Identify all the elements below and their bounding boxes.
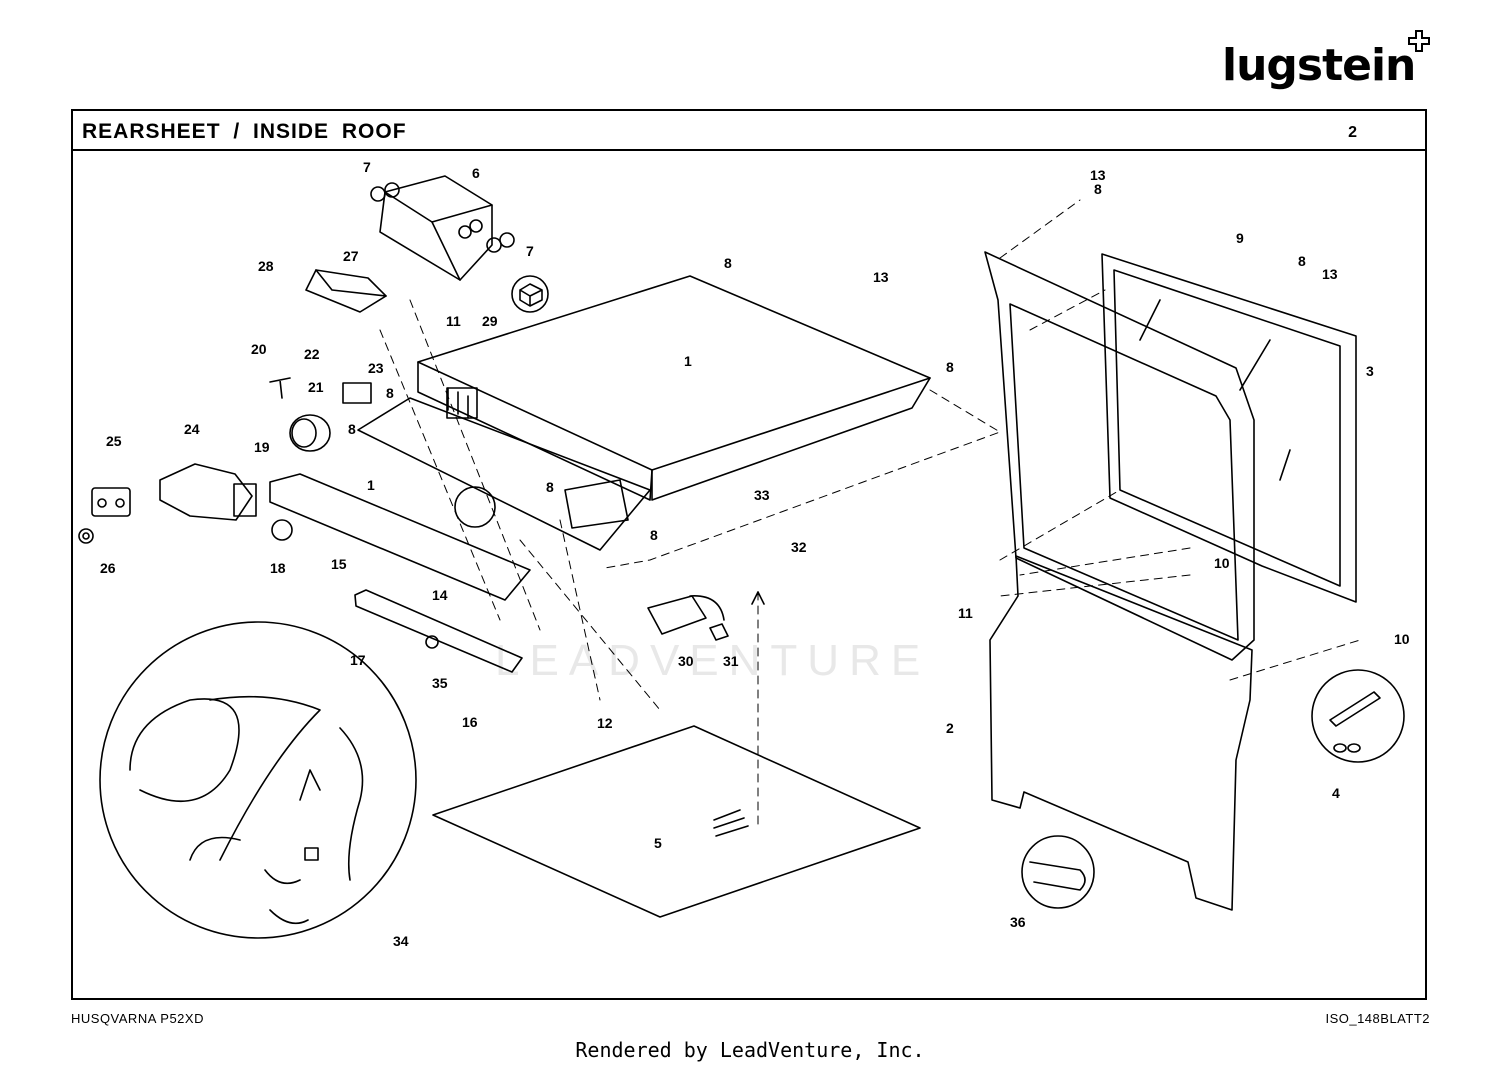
callout-23: 23: [368, 360, 384, 376]
part-motor: [78, 463, 257, 544]
footer-model: HUSQVARNA P52XD: [71, 1011, 204, 1026]
callout-27: 27: [343, 248, 359, 264]
part-control-module: [269, 377, 372, 452]
callout-18: 18: [270, 560, 286, 576]
callout-15: 15: [331, 556, 347, 572]
callout-8-b: 8: [1094, 181, 1102, 197]
part-bracket: [269, 473, 531, 601]
footer-drawing-id: ISO_148BLATT2: [1325, 1011, 1430, 1026]
part-rear-frame: [984, 251, 1255, 911]
part-box: [379, 175, 493, 281]
callout-8-d: 8: [946, 359, 954, 375]
callout-33: 33: [754, 487, 770, 503]
detail-34-harness: [99, 621, 417, 939]
callout-12: 12: [597, 715, 613, 731]
callout-36: 36: [1010, 914, 1026, 930]
callout-10-a: 10: [1214, 555, 1230, 571]
callout-21: 21: [308, 379, 324, 395]
part-grommets: [370, 182, 515, 253]
watermark: LEADVENTURE: [495, 636, 931, 685]
callout-13-b: 13: [873, 269, 889, 285]
callout-19: 19: [254, 439, 270, 455]
callout-5: 5: [654, 835, 662, 851]
callout-29: 29: [482, 313, 498, 329]
part-handle: [647, 595, 729, 641]
callout-7-a: 7: [363, 159, 371, 175]
callout-8-f: 8: [348, 421, 356, 437]
callout-32: 32: [791, 539, 807, 555]
callout-8-e: 8: [386, 385, 394, 401]
callout-9: 9: [1236, 230, 1244, 246]
callout-26: 26: [100, 560, 116, 576]
callout-22: 22: [304, 346, 320, 362]
callout-8-h: 8: [650, 527, 658, 543]
part-light-bar: [354, 589, 523, 673]
callout-20: 20: [251, 341, 267, 357]
callout-14: 14: [432, 587, 448, 603]
callout-6: 6: [472, 165, 480, 181]
callout-31: 31: [723, 653, 739, 669]
callout-24: 24: [184, 421, 200, 437]
sheet-number: 2: [1348, 124, 1357, 141]
brand-logo-text: lugstein: [1222, 40, 1416, 91]
plus-icon: [1408, 30, 1430, 52]
callout-11-b: 11: [958, 605, 973, 621]
callout-2: 2: [946, 720, 954, 736]
detail-36: [1021, 835, 1095, 909]
brand-logo: lugstein: [1222, 30, 1432, 102]
part-glass: [1101, 253, 1357, 603]
callout-7-b: 7: [526, 243, 534, 259]
callout-10-b: 10: [1394, 631, 1410, 647]
callout-30: 30: [678, 653, 694, 669]
sheet-title: REARSHEET / INSIDE ROOF: [82, 120, 407, 143]
exploded-parts-drawing: 1 1 2 3 4 5 6 7 7 8 8 8 8 8 8 8 8 9 10 1…: [78, 159, 1410, 949]
detail-4: [1311, 669, 1405, 763]
part-cube: [511, 275, 549, 313]
callout-28: 28: [258, 258, 274, 274]
arrow-head: [751, 591, 765, 605]
callout-8-g: 8: [546, 479, 554, 495]
callout-25: 25: [106, 433, 122, 449]
callout-16: 16: [462, 714, 478, 730]
callout-17: 17: [350, 652, 366, 668]
drawing-frame: REARSHEET / INSIDE ROOF 2: [71, 109, 1427, 1000]
callout-13-a: 13: [1090, 167, 1106, 183]
leader-lines: [379, 199, 1361, 831]
callout-8-a: 8: [724, 255, 732, 271]
callout-4: 4: [1332, 785, 1340, 801]
title-bar: REARSHEET / INSIDE ROOF 2: [73, 111, 1425, 151]
callout-labels: 1 1 2 3 4 5 6 7 7 8 8 8 8 8 8 8 8 9 10 1…: [100, 159, 1410, 949]
callout-35: 35: [432, 675, 448, 691]
credit-line: Rendered by LeadVenture, Inc.: [575, 1038, 925, 1062]
callout-3: 3: [1366, 363, 1374, 379]
part-roof-panel: [417, 275, 931, 501]
callout-1-b: 1: [367, 477, 375, 493]
part-left-wall: [357, 397, 651, 551]
callout-11-a: 11: [446, 313, 461, 329]
part-switch-panel: [305, 269, 387, 313]
callout-34: 34: [393, 933, 409, 949]
part-mat: [432, 725, 921, 918]
callout-13-c: 13: [1322, 266, 1338, 282]
callout-8-c: 8: [1298, 253, 1306, 269]
callout-1-a: 1: [684, 353, 692, 369]
